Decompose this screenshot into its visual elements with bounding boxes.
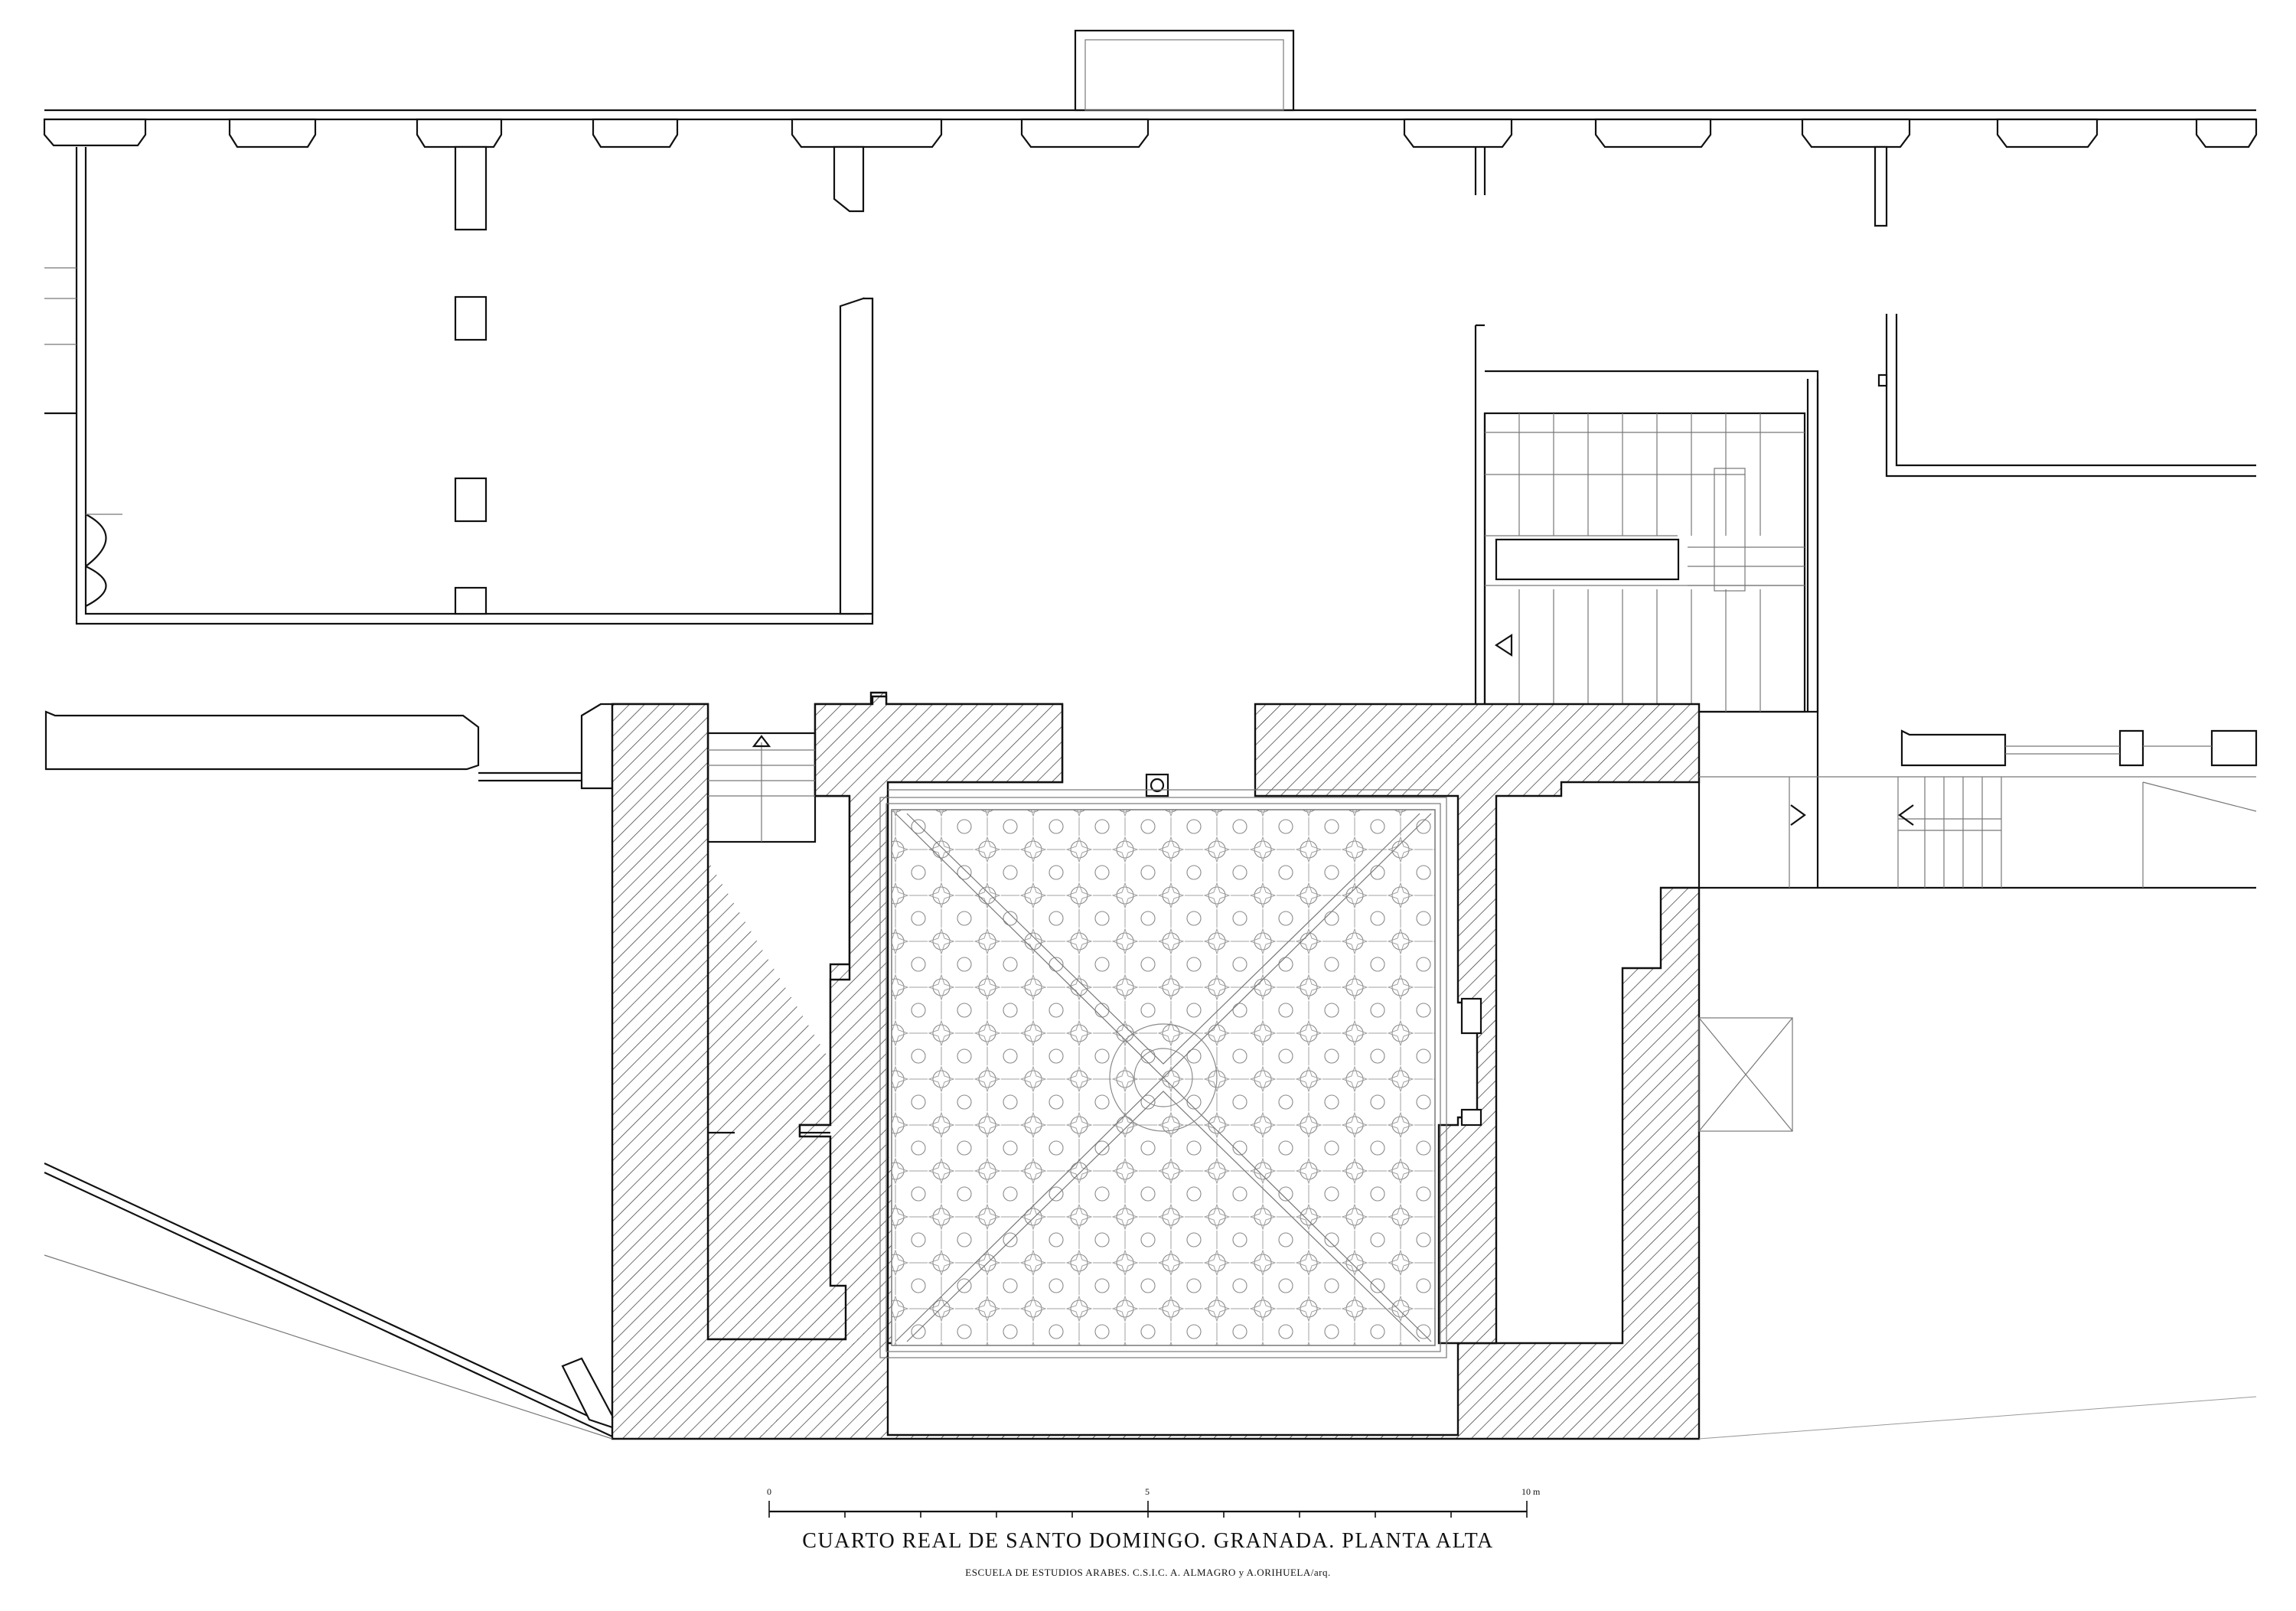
door-swing <box>85 514 107 567</box>
scale-bar <box>768 1501 1528 1518</box>
light-well <box>1698 1017 1793 1132</box>
boundary-wall <box>44 1163 614 1440</box>
scale-label-5: 5 <box>1145 1486 1150 1497</box>
west-wing <box>44 703 614 790</box>
facade-corbels <box>43 118 2258 148</box>
scale-label-10: 10 m <box>1521 1486 1541 1497</box>
stair-well <box>1483 412 1806 713</box>
cuarto-real-walls <box>611 691 1701 1440</box>
east-wing <box>1698 729 2258 1440</box>
stair-treads <box>1485 413 1805 712</box>
pier <box>454 145 488 231</box>
bay-window <box>1074 29 1295 112</box>
arrow-icon <box>752 735 771 748</box>
stair-treads-east <box>1789 777 2002 888</box>
drawing-title: CUARTO REAL DE SANTO DOMINGO. GRANADA. P… <box>802 1529 1494 1553</box>
arrow-icon <box>1494 633 1513 657</box>
stair-hall <box>1474 314 2256 842</box>
scale-label-0: 0 <box>767 1486 771 1497</box>
lacework-pattern <box>879 797 1447 1358</box>
arrow-icon <box>1790 804 1806 826</box>
column-marker <box>1150 778 1165 793</box>
drawing-credit: ESCUELA DE ESTUDIOS ARABES. C.S.I.C. A. … <box>965 1567 1331 1578</box>
upper-gallery <box>43 29 2258 625</box>
arrow-icon <box>1898 804 1914 826</box>
